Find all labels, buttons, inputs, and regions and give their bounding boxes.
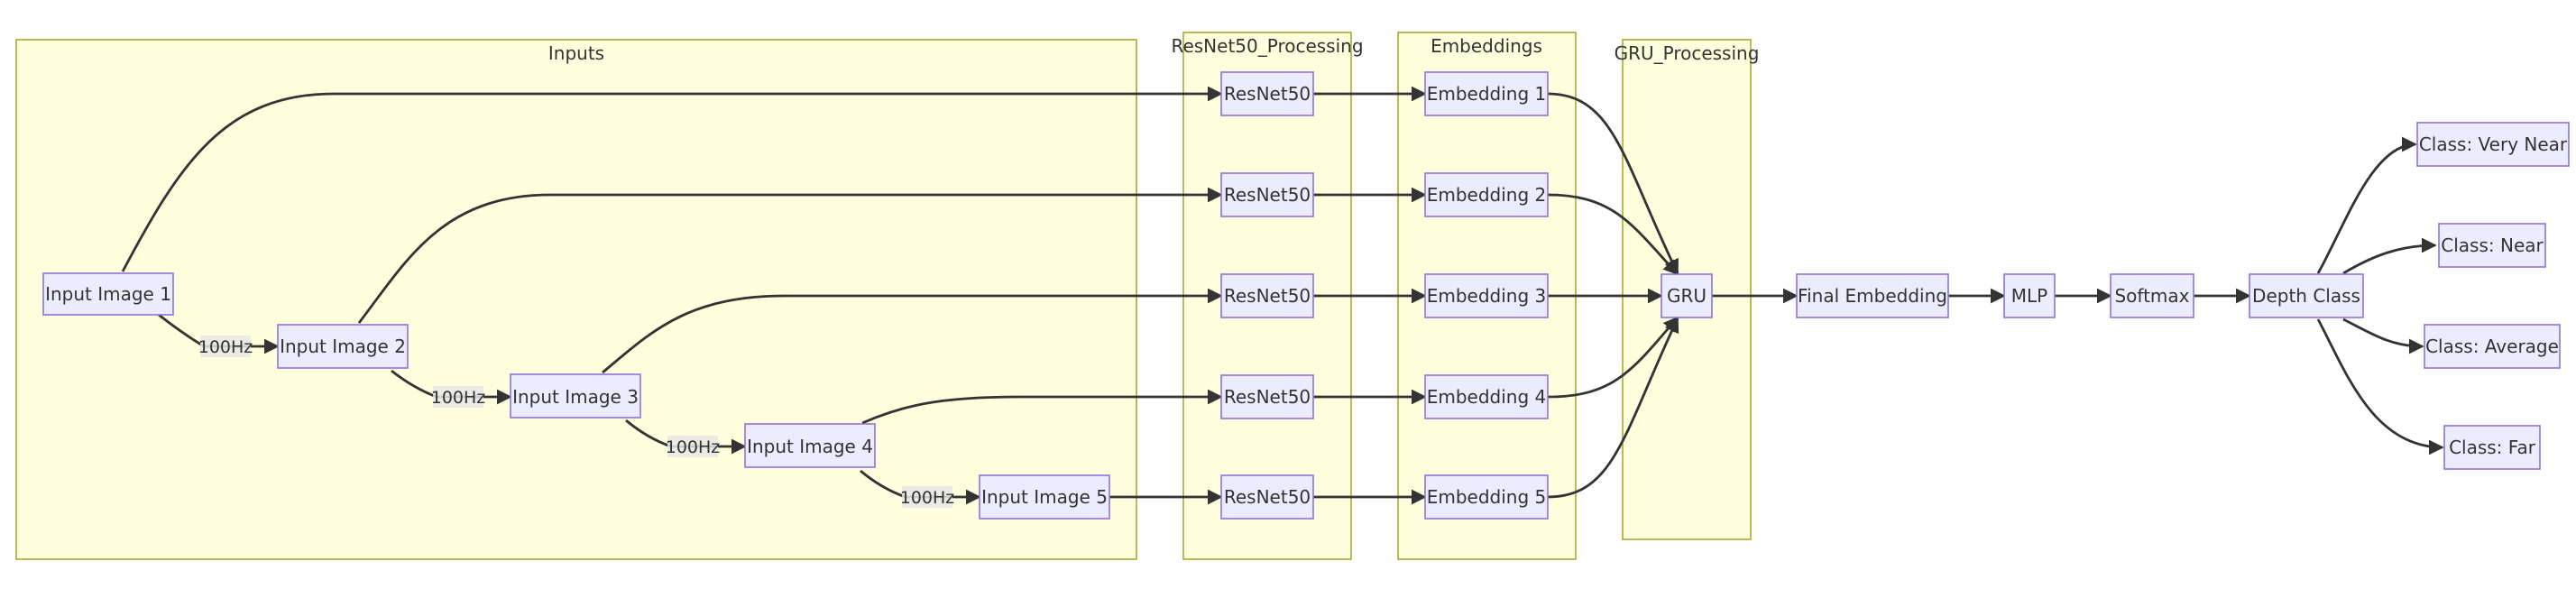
svg-text:Softmax: Softmax	[2114, 285, 2189, 307]
svg-text:ResNet50: ResNet50	[1224, 184, 1311, 206]
node-input-image-5[interactable]: Input Image 5	[979, 474, 1110, 520]
node-input-image-4[interactable]: Input Image 4	[744, 423, 876, 468]
svg-text:Depth Class: Depth Class	[2252, 285, 2360, 307]
svg-text:100Hz: 100Hz	[666, 437, 721, 457]
svg-text:MLP: MLP	[2011, 285, 2047, 307]
edge-label-e34: 100Hz	[666, 436, 721, 457]
svg-text:Class: Average: Class: Average	[2425, 336, 2559, 357]
svg-text:ResNet50: ResNet50	[1224, 486, 1311, 508]
svg-text:ResNet50: ResNet50	[1224, 285, 1311, 307]
node-input-image-3[interactable]: Input Image 3	[510, 373, 641, 419]
edge-input1-resnet1	[121, 86, 1223, 272]
svg-text:Embedding 5: Embedding 5	[1427, 486, 1547, 508]
node-input-image-1[interactable]: Input Image 1	[42, 272, 174, 316]
svg-text:Input Image 5: Input Image 5	[981, 486, 1108, 508]
node-gru[interactable]: GRU	[1661, 273, 1713, 318]
node-depth-class[interactable]: Depth Class	[2249, 273, 2364, 318]
node-resnet50-4[interactable]: ResNet50	[1220, 374, 1314, 419]
node-class-near[interactable]: Class: Near	[2438, 223, 2546, 268]
cluster-gru-processing-label: GRU_Processing	[1615, 42, 1760, 64]
node-mlp[interactable]: MLP	[2003, 273, 2056, 318]
edge-label-e45: 100Hz	[900, 486, 955, 508]
node-final-embedding[interactable]: Final Embedding	[1796, 273, 1949, 318]
svg-text:Class: Very Near: Class: Very Near	[2419, 133, 2568, 155]
svg-text:Embedding 2: Embedding 2	[1427, 184, 1547, 206]
cluster-inputs-label: Inputs	[548, 42, 604, 64]
node-embedding-4[interactable]: Embedding 4	[1424, 374, 1549, 419]
svg-text:Class: Far: Class: Far	[2449, 437, 2536, 458]
edge-emb1-gru	[1547, 92, 1679, 275]
svg-text:Final Embedding: Final Embedding	[1798, 285, 1947, 307]
node-input-image-2[interactable]: Input Image 2	[277, 324, 409, 369]
svg-text:Embedding 3: Embedding 3	[1427, 285, 1547, 307]
svg-text:100Hz: 100Hz	[431, 388, 486, 408]
node-resnet50-2[interactable]: ResNet50	[1220, 172, 1314, 217]
edge-input2-resnet2	[357, 187, 1223, 324]
edge-label-e12: 100Hz	[198, 336, 253, 357]
cluster-embeddings-label: Embeddings	[1431, 35, 1542, 57]
node-resnet50-3[interactable]: ResNet50	[1220, 273, 1314, 318]
node-resnet50-1[interactable]: ResNet50	[1220, 71, 1314, 116]
edge-input4-resnet4	[861, 389, 1223, 425]
edge-emb4-gru	[1547, 316, 1679, 399]
node-class-very-near[interactable]: Class: Very Near	[2416, 122, 2570, 167]
svg-text:Input Image 3: Input Image 3	[512, 386, 639, 408]
svg-text:Input Image 2: Input Image 2	[280, 336, 406, 357]
svg-text:Embedding 4: Embedding 4	[1427, 386, 1547, 408]
node-resnet50-5[interactable]: ResNet50	[1220, 474, 1314, 520]
node-softmax[interactable]: Softmax	[2110, 273, 2194, 318]
node-embedding-5[interactable]: Embedding 5	[1424, 474, 1549, 520]
edge-emb5-gru	[1547, 317, 1679, 499]
edge-label-e23: 100Hz	[431, 386, 486, 408]
svg-text:100Hz: 100Hz	[198, 337, 253, 357]
svg-text:Class: Near: Class: Near	[2441, 235, 2544, 256]
node-embedding-3[interactable]: Embedding 3	[1424, 273, 1549, 318]
svg-text:ResNet50: ResNet50	[1224, 83, 1311, 105]
svg-text:Embedding 1: Embedding 1	[1427, 83, 1547, 105]
cluster-resnet50-processing-label: ResNet50_Processing	[1171, 35, 1363, 57]
edge-input3-resnet3	[602, 288, 1223, 374]
edge-depth-far	[2316, 318, 2444, 455]
svg-text:Input Image 4: Input Image 4	[747, 436, 873, 457]
node-class-average[interactable]: Class: Average	[2424, 324, 2561, 369]
node-embedding-2[interactable]: Embedding 2	[1424, 172, 1549, 217]
node-embedding-1[interactable]: Embedding 1	[1424, 71, 1549, 116]
edge-depth-average	[2342, 317, 2424, 354]
svg-text:100Hz: 100Hz	[900, 488, 955, 508]
svg-text:Input Image 1: Input Image 1	[45, 283, 171, 305]
edge-depth-verynear	[2316, 136, 2417, 274]
edge-depth-near	[2342, 237, 2437, 275]
svg-text:ResNet50: ResNet50	[1224, 386, 1311, 408]
cluster-inputs: Inputs	[15, 39, 1137, 560]
edge-emb2-gru	[1547, 193, 1679, 276]
node-class-far[interactable]: Class: Far	[2443, 425, 2541, 470]
svg-text:GRU: GRU	[1667, 285, 1707, 307]
